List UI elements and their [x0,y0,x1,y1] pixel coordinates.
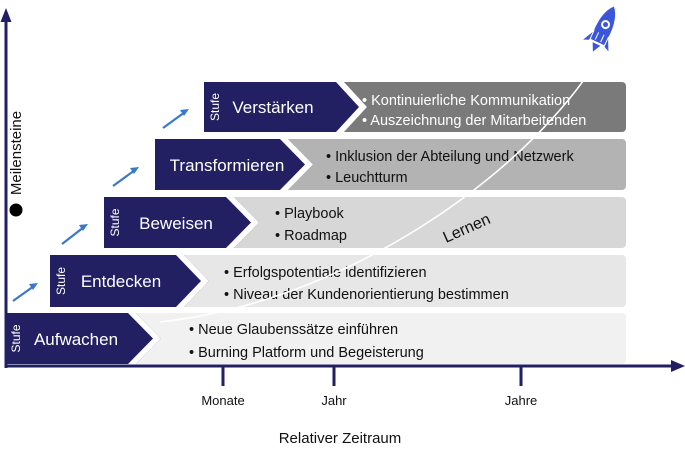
stage-band-4: Transformieren • Inklusion der Abteilung… [155,139,626,190]
stage-3-bullet-2: • Roadmap [275,228,347,244]
stage-2-bullet-1: • Erfolgspotentiale identifizieren [224,265,427,281]
stage-3-name: Beweisen [139,214,213,233]
stage-5-bullet-2: • Auszeichnung der Mitarbeitenden [362,113,586,129]
y-axis-title: Meilensteine [8,111,25,195]
step-arrow-4-icon [162,109,189,129]
stage-3-stufe: Stufe [108,208,122,236]
stage-4-name: Transformieren [170,156,285,175]
stage-1-bullet-2: • Burning Platform und Begeisterung [189,345,424,361]
stage-1-stufe: Stufe [9,324,23,352]
stage-1-bullet-1: • Neue Glaubenssätze einführen [189,322,398,338]
stage-5-bullet-1: • Kontinuierliche Kommunikation [362,93,570,109]
stage-3-bullet-1: • Playbook [275,206,345,222]
x-axis [6,360,685,372]
stage-5-stufe: Stufe [208,93,222,121]
learning-curve [159,51,603,323]
milestone-dot-icon [9,203,23,217]
stage-band-2: Stufe Entdecken • Erfolgspotentiale iden… [50,255,626,307]
step-arrow-1-icon [12,283,38,302]
tick-label-jahr: Jahr [321,393,347,408]
stage-2-stufe: Stufe [54,267,68,295]
stage-1-name: Aufwachen [34,330,118,349]
tick-label-jahre: Jahre [505,393,538,408]
stage-5-name: Verstärken [232,98,313,117]
stage-2-name: Entdecken [81,272,161,291]
y-axis [0,8,12,368]
tick-label-monate: Monate [201,393,244,408]
stage-4-bullet-1: • Inklusion der Abteilung und Netzwerk [326,149,574,165]
step-arrow-2-icon [61,224,88,245]
stage-2-bullet-2: • Niveau der Kundenorientierung bestimme… [224,287,509,303]
stage-band-3: Stufe Beweisen • Playbook • Roadmap [104,197,626,248]
step-arrow-3-icon [112,167,139,187]
stage-4-bullet-2: • Leuchtturm [326,170,408,186]
rocket-icon [580,4,617,55]
x-axis-title: Relativer Zeitraum [279,430,402,447]
stage-band-1: Stufe Aufwachen • Neue Glaubenssätze ein… [6,313,626,364]
